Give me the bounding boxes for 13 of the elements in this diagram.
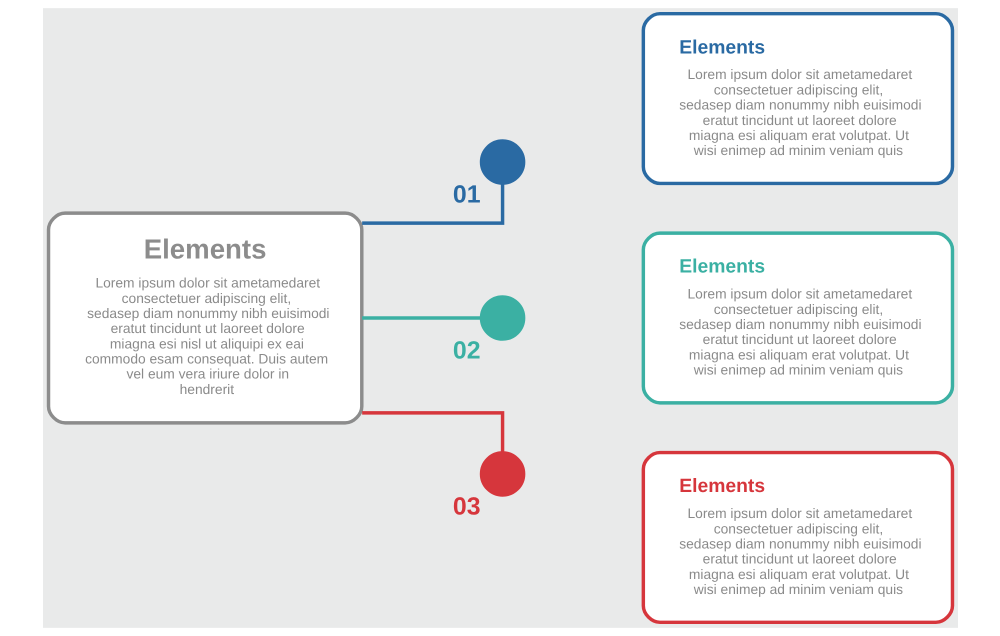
connector (362, 184, 504, 225)
node-box: Elements Lorem ipsum dolor sit ametamedaret consectetuer adipiscing elit, sedasep diam nonummy nibh euisimodi eratut tincidunt ut laoreet dolore miagna esi aliquam erat volutpat. Ut wisi enimep ad minim veniam quis (641, 12, 954, 186)
node-circle (479, 139, 525, 185)
node-circle (479, 451, 525, 497)
node-box: Elements Lorem ipsum dolor sit ametamedaret consectetuer adipiscing elit, sedasep diam nonummy nibh euisimodi eratut tincidunt ut laoreet dolore miagna esi aliquam erat volutpat. Ut wisi enimep ad minim veniam quis (641, 231, 954, 405)
node-box: Elements Lorem ipsum dolor sit ametamedaret consectetuer adipiscing elit, sedasep diam nonummy nibh euisimodi eratut tincidunt ut laoreet dolore miagna esi aliquam erat volutpat. Ut wisi enimep ad minim veniam quis (641, 450, 954, 624)
node-label: 01 (452, 182, 480, 209)
connector (362, 316, 480, 320)
connector (362, 411, 504, 452)
node-circle (479, 295, 525, 341)
node-label: 02 (452, 338, 480, 365)
node-box: Elements Lorem ipsum dolor sit ametamedaret consectetuer adipiscing elit, sedasep diam nonummy nibh euisimodi eratut tincidunt ut laoreet dolore miagna esi nisl ut aliquipi ex eai commodo esam consequat. Duis autem vel eum vera iriure dolor in hendrerit (46, 211, 364, 425)
node-label: 03 (452, 494, 480, 521)
